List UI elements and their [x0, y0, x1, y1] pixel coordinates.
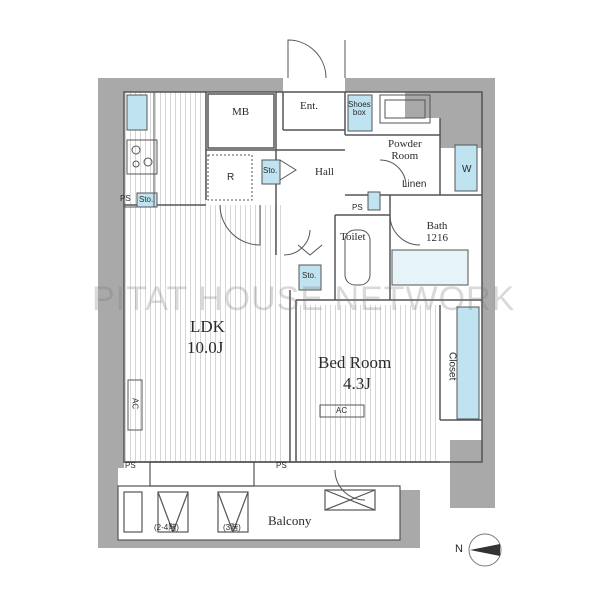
bedroom-label: Bed Room [318, 353, 392, 372]
storage-label-3: Sto. [302, 271, 317, 280]
mb-label: MB [232, 106, 250, 118]
fixtures [123, 91, 431, 431]
ac-label-ldk: AC [130, 398, 140, 410]
washer-label: W [462, 164, 472, 175]
toilet-label: Toilet [340, 231, 366, 243]
closet-label: Closet [446, 352, 458, 381]
ps-label-3: PS [125, 461, 136, 470]
watermark: PITAT HOUSE NETWORK [92, 280, 516, 318]
ldk-floor-main [124, 205, 284, 462]
ps-label-4: PS [276, 461, 287, 470]
north-label: N [455, 543, 463, 555]
ps-label-2: PS [352, 203, 363, 212]
balcony-note-1: (2-4階) [154, 523, 179, 532]
blue-fixtures [126, 94, 480, 420]
ps-label-1: PS [120, 194, 131, 203]
ldk-label: LDK [190, 317, 225, 336]
bedroom-size-label: 4.3J [343, 374, 371, 393]
entrance-label: Ent. [300, 100, 319, 112]
balcony-label: Balcony [268, 513, 312, 528]
shoes-box-label: Shoes box [348, 100, 371, 118]
linen-label: Linen [402, 179, 427, 190]
ldk-size-label: 10.0J [187, 338, 224, 357]
north-arrow-icon [468, 533, 502, 567]
balcony-note-2: (3階) [223, 523, 241, 532]
outer-walls [98, 78, 495, 548]
bedroom-floor [296, 305, 440, 462]
bath-label: Bath 1216 [426, 220, 448, 244]
ac-label-bed: AC [336, 406, 348, 415]
storage-label-2: Sto. [139, 195, 154, 204]
inner-walls [123, 91, 483, 463]
storage-label-1: Sto. [263, 166, 278, 175]
refrigerator-label: R [227, 172, 235, 183]
door-swings [219, 39, 421, 501]
hall-label: Hall [315, 166, 334, 178]
powder-room-label: Powder Room [388, 138, 422, 162]
balcony-area [117, 461, 401, 541]
